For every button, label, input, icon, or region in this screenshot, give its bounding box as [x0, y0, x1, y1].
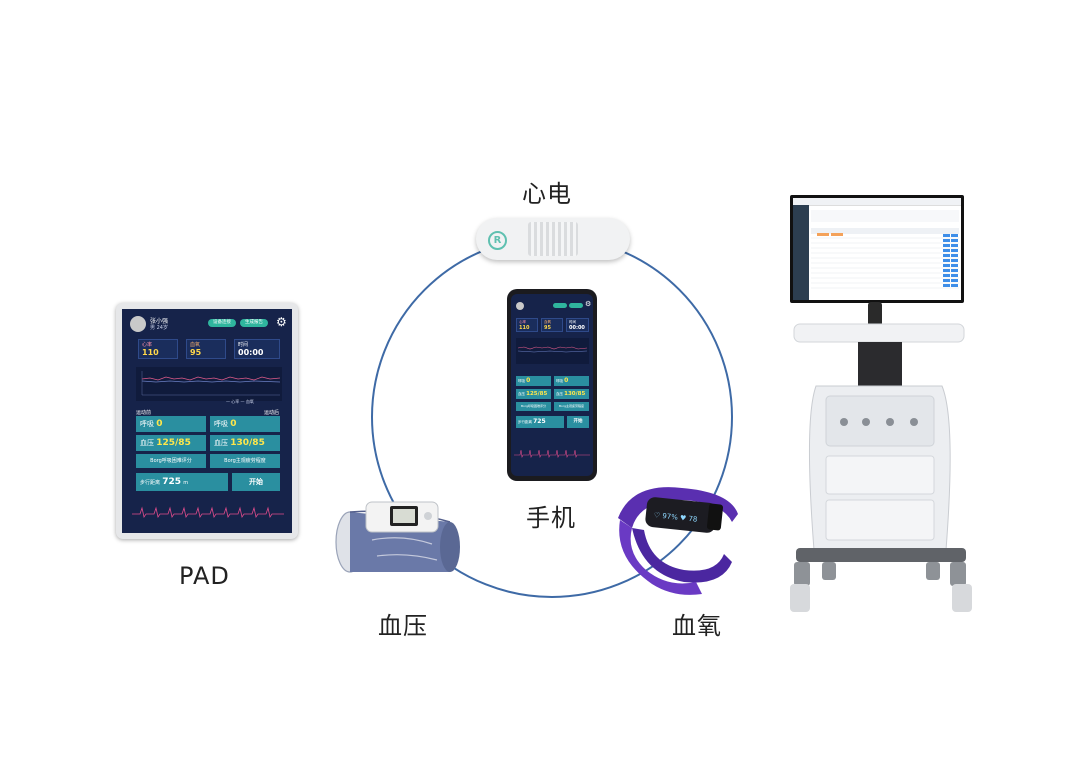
phone-gear-icon[interactable]: ⚙ [585, 300, 592, 308]
workstation-monitor [790, 195, 964, 303]
chart-legend: — 心率 — 血氧 [226, 399, 254, 404]
tile-label: 血压 [518, 392, 525, 396]
stat-value: 00:00 [238, 348, 264, 357]
phone-ecg-strip [514, 449, 590, 458]
tile-label: 步行距离 [140, 480, 161, 486]
tile-value: 130/85 [230, 438, 265, 448]
spo2-wrist-device: ♡ 97% ♥ 78 [618, 487, 738, 595]
stat-value: 95 [544, 325, 551, 331]
pad-caption: PAD [179, 562, 230, 590]
phone-btn-report[interactable] [569, 303, 583, 308]
user-info: 男 24岁 [150, 325, 168, 331]
section-before: 运动前 [136, 410, 152, 416]
stat-label: 血氧 [190, 342, 201, 348]
trend-chart [136, 367, 282, 401]
phone-tile-bp-before: 血压 125/85 [516, 389, 551, 399]
bp-caption: 血压 [378, 612, 428, 640]
tile-label: 步行距离 [518, 420, 532, 424]
tile-breath-after: 呼吸 0 [210, 416, 280, 432]
phone-tile-walk-distance: 步行距离 725 [516, 416, 564, 428]
phone-tile-borg-fatigue[interactable]: Borg主观疲劳程度 [554, 402, 589, 411]
stat-value: 00:00 [569, 325, 585, 331]
phone-tile-breath-before: 呼吸 0 [516, 376, 551, 386]
stat-label: 时间 [238, 342, 249, 348]
phone-screen: ⚙ 心率 110 血氧 95 时间 00:00 呼吸 0 呼吸 0 血压 12 [511, 294, 593, 476]
tile-value: 0 [526, 377, 531, 384]
stat-label: 时间 [569, 320, 576, 324]
stat-time: 时间 00:00 [234, 339, 280, 359]
tile-value: 125/85 [156, 438, 191, 448]
stat-label: 心率 [519, 320, 526, 324]
pad-screen: 张小强 男 24岁 设备连接 生成报告 ⚙ 心率 110 血氧 95 时间 00… [122, 309, 292, 533]
tile-value: 0 [156, 419, 163, 429]
stat-heart-rate: 心率 110 [138, 339, 178, 359]
ecg-logo-icon: R [488, 231, 507, 250]
pad-device: 张小强 男 24岁 设备连接 生成报告 ⚙ 心率 110 血氧 95 时间 00… [116, 303, 298, 539]
avatar [130, 316, 146, 332]
phone-stat-spo2: 血氧 95 [541, 318, 563, 332]
tile-label: 血压 [556, 392, 563, 396]
phone-tile-borg-dyspnea[interactable]: Borg呼吸困难评分 [516, 402, 551, 411]
device-connect-button[interactable]: 设备连接 [208, 319, 236, 327]
bp-cuff-device [335, 501, 460, 573]
stat-spo2: 血氧 95 [186, 339, 226, 359]
tile-breath-before: 呼吸 0 [136, 416, 206, 432]
tile-value: 125/85 [526, 391, 548, 397]
stat-label: 血氧 [544, 320, 551, 324]
phone-btn-connect[interactable] [553, 303, 567, 308]
report-button[interactable]: 生成报告 [240, 319, 268, 327]
tile-label: 呼吸 [518, 379, 525, 383]
phone-tile-bp-after: 血压 130/85 [554, 389, 589, 399]
tile-label: 呼吸 [214, 420, 228, 428]
phone-trend-chart [516, 338, 589, 364]
ecg-grip [528, 222, 578, 256]
tile-value: 0 [564, 377, 569, 384]
ecg-patch-device: R [476, 218, 630, 260]
monitor-table [811, 210, 959, 289]
tile-value: 725 [533, 418, 546, 425]
start-button[interactable]: 开始 [232, 473, 280, 491]
stat-label: 心率 [142, 342, 153, 348]
monitor-screen [793, 198, 961, 300]
phone-avatar [516, 302, 524, 310]
stat-value: 110 [142, 348, 159, 357]
tile-unit: m [183, 480, 189, 486]
tile-label: 呼吸 [140, 420, 154, 428]
phone-stat-hr: 心率 110 [516, 318, 538, 332]
tile-value: 130/85 [564, 391, 586, 397]
tile-borg-fatigue[interactable]: Borg主观疲劳程度 [210, 454, 280, 468]
spo2-caption: 血氧 [672, 612, 722, 640]
tile-walk-distance: 步行距离 725 m [136, 473, 228, 491]
tile-bp-after: 血压 130/85 [210, 435, 280, 451]
phone-caption: 手机 [526, 504, 576, 532]
stat-value: 110 [519, 325, 530, 331]
section-after: 运动后 [264, 410, 280, 416]
gear-icon[interactable]: ⚙ [276, 315, 287, 329]
monitor-sidebar [793, 205, 809, 300]
phone-device: ⚙ 心率 110 血氧 95 时间 00:00 呼吸 0 呼吸 0 血压 12 [507, 289, 597, 481]
workstation-cart [790, 302, 972, 612]
phone-start-button[interactable]: 开始 [567, 416, 589, 428]
tile-label: 呼吸 [556, 379, 563, 383]
tile-label: 血压 [214, 439, 228, 447]
phone-tile-breath-after: 呼吸 0 [554, 376, 589, 386]
ecg-strip [132, 506, 284, 519]
phone-stat-time: 时间 00:00 [566, 318, 589, 332]
ecg-caption: 心电 [522, 180, 572, 208]
tile-value: 725 [162, 477, 182, 487]
tile-value: 0 [230, 419, 237, 429]
tile-bp-before: 血压 125/85 [136, 435, 206, 451]
user-name: 张小强 [150, 318, 169, 325]
stat-value: 95 [190, 348, 202, 357]
tile-label: 血压 [140, 439, 154, 447]
tile-borg-dyspnea[interactable]: Borg呼吸困难评分 [136, 454, 206, 468]
